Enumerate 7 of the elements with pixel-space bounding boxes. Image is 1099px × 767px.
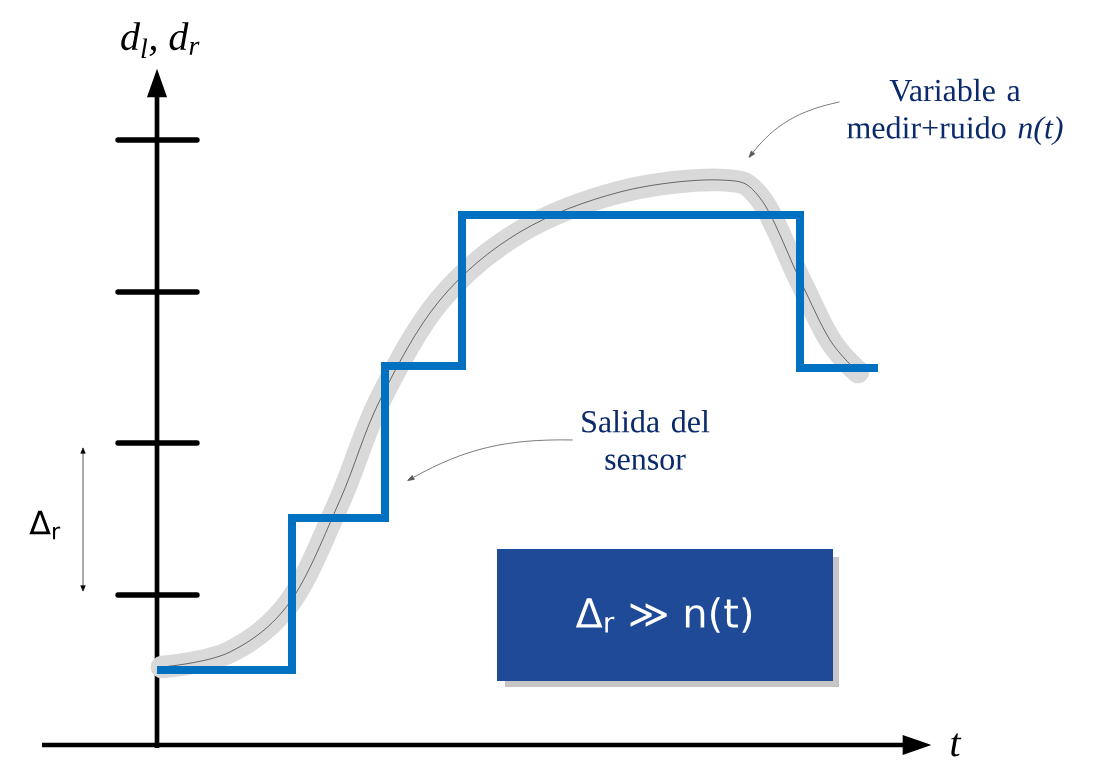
annotation-text: Variable a medir+ruido n(t) — [847, 78, 1063, 146]
axis-label: d$_{l}$, d$_{r}$ — [121, 22, 200, 58]
leader-line — [748, 101, 840, 158]
axis-label: Δ$_{r}$ — [29, 510, 61, 540]
formula-box: Δ$_{r}$ ≫ n(t) — [497, 549, 839, 687]
leader-line — [407, 439, 574, 481]
axis-label: t — [951, 733, 962, 757]
